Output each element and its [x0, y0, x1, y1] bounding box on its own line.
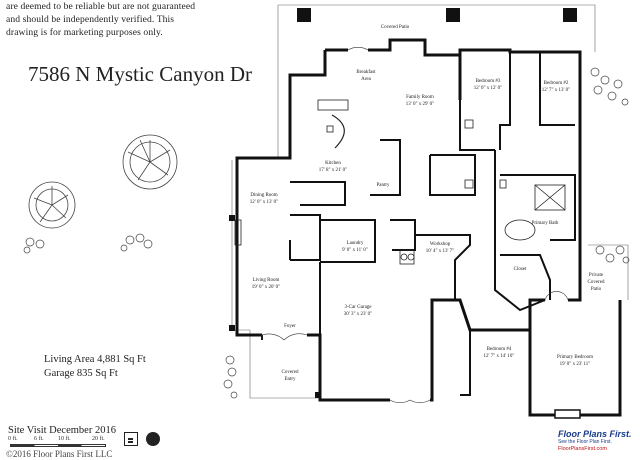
label-workshop-dim: 10' 4" x 13' 7": [426, 249, 454, 254]
label-primary-bedroom-dim: 19' 0" x 23' 11": [560, 362, 591, 367]
label-bedroom-4-dim: 12' 7" x 14' 10": [484, 354, 515, 359]
floor-plans-first-logo: Floor Plans First. See the Floor Plan Fi…: [556, 428, 638, 454]
label-closet: Closet: [514, 267, 527, 272]
label-family-dim: 13' 0" x 29' 0": [406, 102, 434, 107]
label-pantry: Pantry: [376, 183, 390, 188]
label-primary-bedroom: Primary Bedroom: [557, 355, 593, 360]
label-garage: 3-Car Garage: [344, 305, 372, 310]
scale-label: 6 ft.: [34, 436, 44, 442]
copyright-text: ©2016 Floor Plans First LLC: [6, 449, 113, 459]
scale-label: 10 ft.: [58, 436, 71, 442]
label-covered-entry: Covered: [282, 370, 299, 375]
label-living-dim: 19' 0" x 20' 0": [252, 285, 280, 290]
disclaimer-line: drawing is for marketing purposes only.: [6, 27, 163, 38]
garage-area: Garage 835 Sq Ft: [44, 368, 118, 379]
label-bedroom-3-dim: 12' 0" x 12' 0": [474, 86, 502, 91]
exterior-walls: [235, 38, 622, 417]
label-living-room: Living Room: [253, 278, 280, 283]
label-laundry: Laundry: [347, 241, 364, 246]
logo-name: Floor Plans First.: [558, 429, 632, 439]
accessibility-icon: [146, 432, 160, 446]
property-address: 7586 N Mystic Canyon Dr: [28, 62, 252, 86]
label-primary-bath: Primary Bath: [532, 221, 559, 226]
disclaimer-line: and should be independently verified. Th…: [6, 14, 175, 25]
label-private-patio: Private: [589, 273, 604, 278]
tree-icon: [122, 134, 178, 190]
logo-tagline: See the Floor Plan First.: [558, 439, 612, 445]
interior-walls: [261, 52, 576, 396]
disclaimer: are deemed to be reliable but are not gu…: [6, 0, 196, 39]
label-private-patio-sub2: Patio: [591, 287, 602, 292]
logo-url: FloorPlansFirst.com: [558, 446, 607, 452]
label-kitchen-dim: 17' 8" x 21' 0": [319, 168, 347, 173]
disclaimer-line: are deemed to be reliable but are not gu…: [6, 1, 196, 12]
door-swings: [261, 47, 569, 403]
shrub-icon: [23, 67, 630, 399]
scale-label: 20 ft.: [92, 436, 105, 442]
scale-label: 0 ft.: [8, 436, 18, 442]
label-dining-dim: 12' 0" x 13' 0": [250, 200, 278, 205]
label-foyer: Foyer: [284, 324, 296, 329]
column-posts: [229, 8, 577, 398]
area-summary: Living Area 4,881 Sq Ft Garage 835 Sq Ft: [44, 353, 146, 381]
label-bedroom-4: Bedroom #4: [487, 347, 512, 352]
fixtures: [234, 99, 581, 419]
label-laundry-dim: 9' 0" x 11' 0": [342, 248, 368, 253]
label-breakfast: Breakfast: [356, 70, 376, 75]
label-dining-room: Dining Room: [250, 193, 277, 198]
label-garage-dim: 30' 3" x 23' 0": [344, 312, 372, 317]
label-covered-entry-sub: Entry: [284, 377, 296, 382]
equal-housing-icon: [124, 432, 138, 446]
label-family-room: Family Room: [406, 95, 434, 100]
label-bedroom-2-dim: 12' 7" x 13' 0": [542, 88, 570, 93]
scale-bar: 0 ft. 6 ft. 10 ft. 20 ft.: [8, 436, 108, 450]
label-bedroom-2: Bedroom #2: [544, 81, 569, 86]
living-area: Living Area 4,881 Sq Ft: [44, 354, 146, 365]
site-visit-date: Site Visit December 2016: [8, 425, 116, 436]
patio-outline: [231, 4, 629, 399]
label-bedroom-3: Bedroom #3: [476, 79, 501, 84]
label-covered-patio: Covered Patio: [381, 25, 410, 30]
tree-icon: [28, 181, 76, 229]
scale-graphic: [10, 444, 106, 447]
label-breakfast-sub: Area: [361, 77, 371, 82]
room-labels: Covered Patio Breakfast Area Family Room…: [250, 25, 605, 382]
label-workshop: Workshop: [430, 242, 451, 247]
label-kitchen: Kitchen: [325, 161, 341, 166]
label-private-patio-sub: Covered: [588, 280, 605, 285]
